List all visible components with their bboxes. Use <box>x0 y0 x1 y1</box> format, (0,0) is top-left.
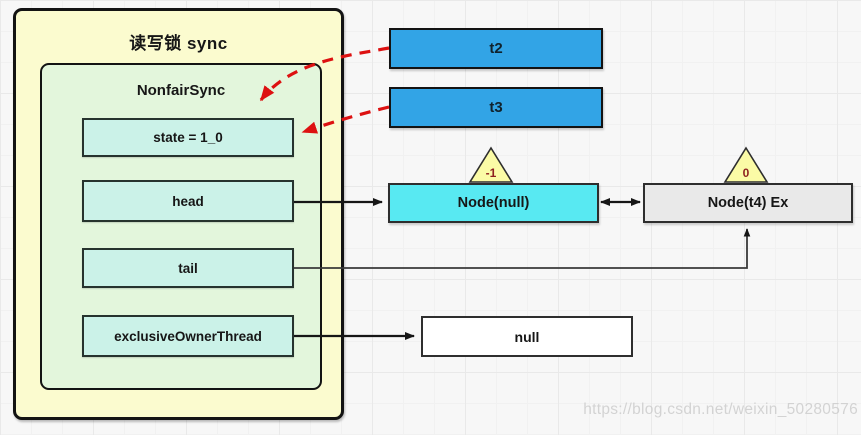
node-null-label: Node(null) <box>457 195 530 211</box>
thread-box-t3: t3 <box>389 87 603 128</box>
null-value-label: null <box>514 328 540 345</box>
arrow-tail-to-node-t4 <box>294 228 751 269</box>
thread-box-t2: t2 <box>389 28 603 69</box>
field-tail-label: tail <box>178 260 198 276</box>
null-value-box: null <box>421 316 633 357</box>
watermark-url: https://blog.csdn.net/weixin_50280576 <box>583 401 858 418</box>
node-null-box: Node(null) <box>388 183 599 223</box>
node-t4-box: Node(t4) Ex <box>643 183 853 223</box>
triangle-icon <box>723 146 769 183</box>
field-head-label: head <box>172 193 204 209</box>
field-tail: tail <box>82 248 294 288</box>
waitstatus-node-null-value: -1 <box>486 166 497 180</box>
field-exclusive-owner-thread-label: exclusiveOwnerThread <box>114 328 262 344</box>
waitstatus-badge-node-null: -1 <box>468 146 514 183</box>
thread-t2-label: t2 <box>489 40 503 57</box>
triangle-icon <box>468 146 514 183</box>
waitstatus-badge-node-t4: 0 <box>723 146 769 183</box>
waitstatus-node-t4-value: 0 <box>743 166 750 180</box>
field-exclusive-owner-thread: exclusiveOwnerThread <box>82 315 294 357</box>
field-head: head <box>82 180 294 222</box>
nonfairsync-title: NonfairSync <box>136 82 226 99</box>
field-state-label: state = 1_0 <box>153 130 223 145</box>
field-state: state = 1_0 <box>82 118 294 157</box>
sync-box-title: 读写锁 sync <box>129 34 228 53</box>
thread-t3-label: t3 <box>489 99 503 116</box>
node-t4-label: Node(t4) Ex <box>707 195 789 211</box>
